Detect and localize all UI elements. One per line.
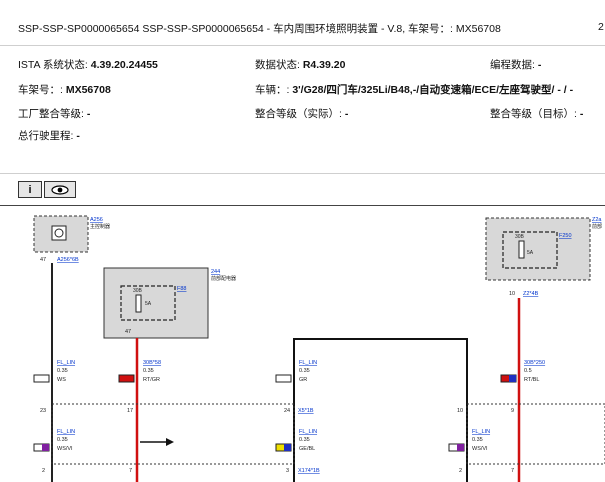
svg-text:RT/GR: RT/GR [143, 377, 160, 383]
signal-arrow [140, 438, 174, 446]
svg-text:WS: WS [57, 377, 66, 383]
fuse-f88-inner: 30B [133, 288, 143, 294]
vin: 车架号：: MX56708 [18, 84, 111, 96]
svg-text:GR: GR [299, 377, 307, 383]
box-244-code[interactable]: 244 [211, 269, 220, 275]
box-244-desc: 前部配电器 [211, 275, 236, 282]
document-title: SSP-SSP-SP0000065654 SSP-SSP-SP000006565… [18, 23, 501, 35]
fuse-f250-inner: 30B [515, 234, 525, 240]
svg-text:0.35: 0.35 [57, 437, 68, 443]
pin-10: 10 [457, 408, 463, 414]
fuse-f250-label[interactable]: F250 [559, 233, 572, 239]
connector-band-2 [466, 403, 605, 465]
svg-text:GE/BL: GE/BL [299, 446, 315, 452]
pin-7b: 7 [511, 468, 514, 474]
section-divider [0, 173, 605, 174]
a256-desc: 主控制器 [90, 223, 110, 230]
pin-17: 17 [127, 408, 133, 414]
svg-text:RT/BL: RT/BL [524, 377, 540, 383]
eye-icon [51, 184, 69, 195]
header-divider [0, 45, 605, 46]
svg-text:0.5: 0.5 [524, 368, 532, 374]
fuse-f88-label[interactable]: F88 [177, 286, 186, 292]
info-icon: i [28, 183, 32, 196]
svg-text:30B*58: 30B*58 [143, 360, 161, 366]
z-desc: 前部 [592, 223, 602, 230]
connector-x174[interactable]: X174*1B [298, 468, 320, 474]
wire-spec-3: FL_LIN 0.35 GR [275, 360, 317, 383]
wiring-diagram: A256 主控制器 47 A256*6B 30B 5A F88 244 前部配电… [33, 215, 605, 482]
svg-text:FL_LIN: FL_LIN [472, 429, 490, 435]
wire-spec-7: FL_LIN 0.35 WS/VI [448, 429, 490, 452]
box-244-pin: 47 [125, 329, 131, 335]
svg-text:FL_LIN: FL_LIN [57, 360, 75, 366]
info-button[interactable]: i [18, 181, 42, 198]
total-mileage: 总行驶里程: - [18, 130, 80, 142]
svg-text:FL_LIN: FL_LIN [299, 429, 317, 435]
svg-text:WS/VI: WS/VI [472, 446, 488, 452]
z-connector[interactable]: Z2*4B [523, 291, 539, 297]
a256-connector[interactable]: A256*6B [57, 257, 79, 263]
pin-2a: 2 [42, 468, 45, 474]
svg-text:FL_LIN: FL_LIN [299, 360, 317, 366]
wire-gr-loop [293, 338, 468, 482]
svg-text:FL_LIN: FL_LIN [57, 429, 75, 435]
pin-7a: 7 [129, 468, 132, 474]
wire-spec-2: 30B*58 0.35 RT/GR [118, 360, 161, 383]
svg-text:0.35: 0.35 [472, 437, 483, 443]
integration-level-target: 整合等级（目标）: - [490, 108, 584, 120]
svg-text:0.35: 0.35 [57, 368, 68, 374]
a256-code[interactable]: A256 [90, 217, 103, 223]
ista-status: ISTA 系统状态: 4.39.20.24455 [18, 59, 158, 71]
data-status: 数据状态: R4.39.20 [255, 59, 346, 71]
diagram-top-border [0, 205, 605, 206]
svg-text:0.35: 0.35 [143, 368, 154, 374]
z-code[interactable]: Z2a [592, 217, 602, 223]
z-module [485, 217, 591, 281]
connector-x5[interactable]: X5*1B [298, 408, 314, 414]
view-button[interactable] [44, 181, 76, 198]
wire-spec-6: FL_LIN 0.35 GE/BL [275, 429, 317, 452]
connector-band-1 [51, 403, 295, 465]
vehicle: 车辆：: 3'/G28/四门车/325Li/B48,-/自动变速箱/ECE/左座… [255, 84, 574, 96]
integration-level-actual: 整合等级（实际）: - [255, 108, 349, 120]
page-number: 2 [598, 21, 604, 33]
fuse-box-244 [103, 267, 209, 339]
wire-spec-1: FL_LIN 0.35 WS [33, 360, 75, 383]
pin-24: 24 [284, 408, 290, 414]
svg-text:30B*250: 30B*250 [524, 360, 545, 366]
svg-text:WS/VI: WS/VI [57, 446, 73, 452]
wire-spec-5: FL_LIN 0.35 WS/VI [33, 429, 75, 452]
pin-2b: 2 [459, 468, 462, 474]
programming-data: 编程数据: - [490, 59, 542, 71]
svg-text:0.35: 0.35 [299, 437, 310, 443]
a256-pin: 47 [40, 257, 46, 263]
svg-text:0.35: 0.35 [299, 368, 310, 374]
factory-integration-level: 工厂整合等级: - [18, 108, 91, 120]
fuse-f88-amp: 5A [145, 301, 152, 307]
pin-9: 9 [511, 408, 514, 414]
pin-3: 3 [286, 468, 289, 474]
fuse-f250-amp: 5A [527, 250, 534, 256]
wire-spec-4: 30B*250 0.5 RT/BL [500, 360, 545, 383]
pin-23: 23 [40, 408, 46, 414]
z-pin: 10 [509, 291, 515, 297]
